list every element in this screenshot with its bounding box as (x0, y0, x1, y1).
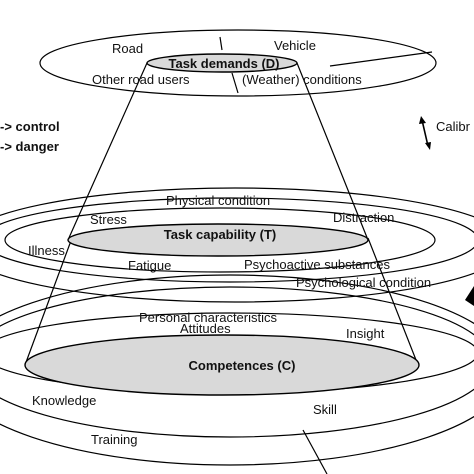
competences-middle-ring (0, 286, 474, 438)
funnel-lower-left (24, 237, 73, 366)
label-vehicle: Vehicle (274, 38, 316, 53)
capability-core (67, 223, 369, 257)
label-knowledge: Knowledge (32, 393, 96, 408)
label-weather-conditions: (Weather) conditions (242, 72, 362, 87)
demands-core (146, 53, 298, 73)
label-fatigue: Fatigue (128, 258, 171, 273)
note-danger: -> danger (0, 139, 59, 154)
label-psychological-condition: Psychological condition (296, 275, 431, 290)
label-attitudes: Attitudes (180, 321, 231, 336)
task-demands-title: Task demands (D) (168, 56, 279, 71)
double-arrow-icon (419, 116, 431, 150)
demands-divider-right (329, 51, 433, 67)
capability-middle-ring (0, 197, 474, 283)
label-stress: Stress (90, 212, 127, 227)
competences-divider (302, 429, 328, 474)
label-physical-condition: Physical condition (166, 193, 270, 208)
funnel-lower-right (367, 237, 419, 366)
competences-title: Competences (C) (189, 358, 296, 373)
note-control: -> control (0, 119, 60, 134)
label-training: Training (91, 432, 137, 447)
note-calibration: Calibr (436, 119, 471, 134)
funnel-upper-left (67, 62, 148, 241)
label-skill: Skill (313, 402, 337, 417)
capability-inner-ring (4, 207, 436, 273)
demands-divider-bottom (231, 72, 239, 94)
arrowhead-icon (465, 286, 474, 306)
label-insight: Insight (346, 326, 385, 341)
demands-divider-top (219, 36, 223, 51)
task-capability-title: Task capability (T) (164, 227, 276, 242)
label-other-road-users: Other road users (92, 72, 190, 87)
competences-core (24, 334, 420, 396)
label-road: Road (112, 41, 143, 56)
label-personal-characteristics: Personal characteristics (139, 310, 277, 325)
label-distraction: Distraction (333, 210, 394, 225)
capability-outer-ring (0, 187, 474, 303)
funnel-upper-right (296, 62, 369, 241)
demands-outer-ring (39, 29, 437, 97)
competences-outer-ring (0, 274, 474, 466)
label-illness: Illness (28, 243, 65, 258)
label-psychoactive-substances: Psychoactive substances (244, 257, 390, 272)
